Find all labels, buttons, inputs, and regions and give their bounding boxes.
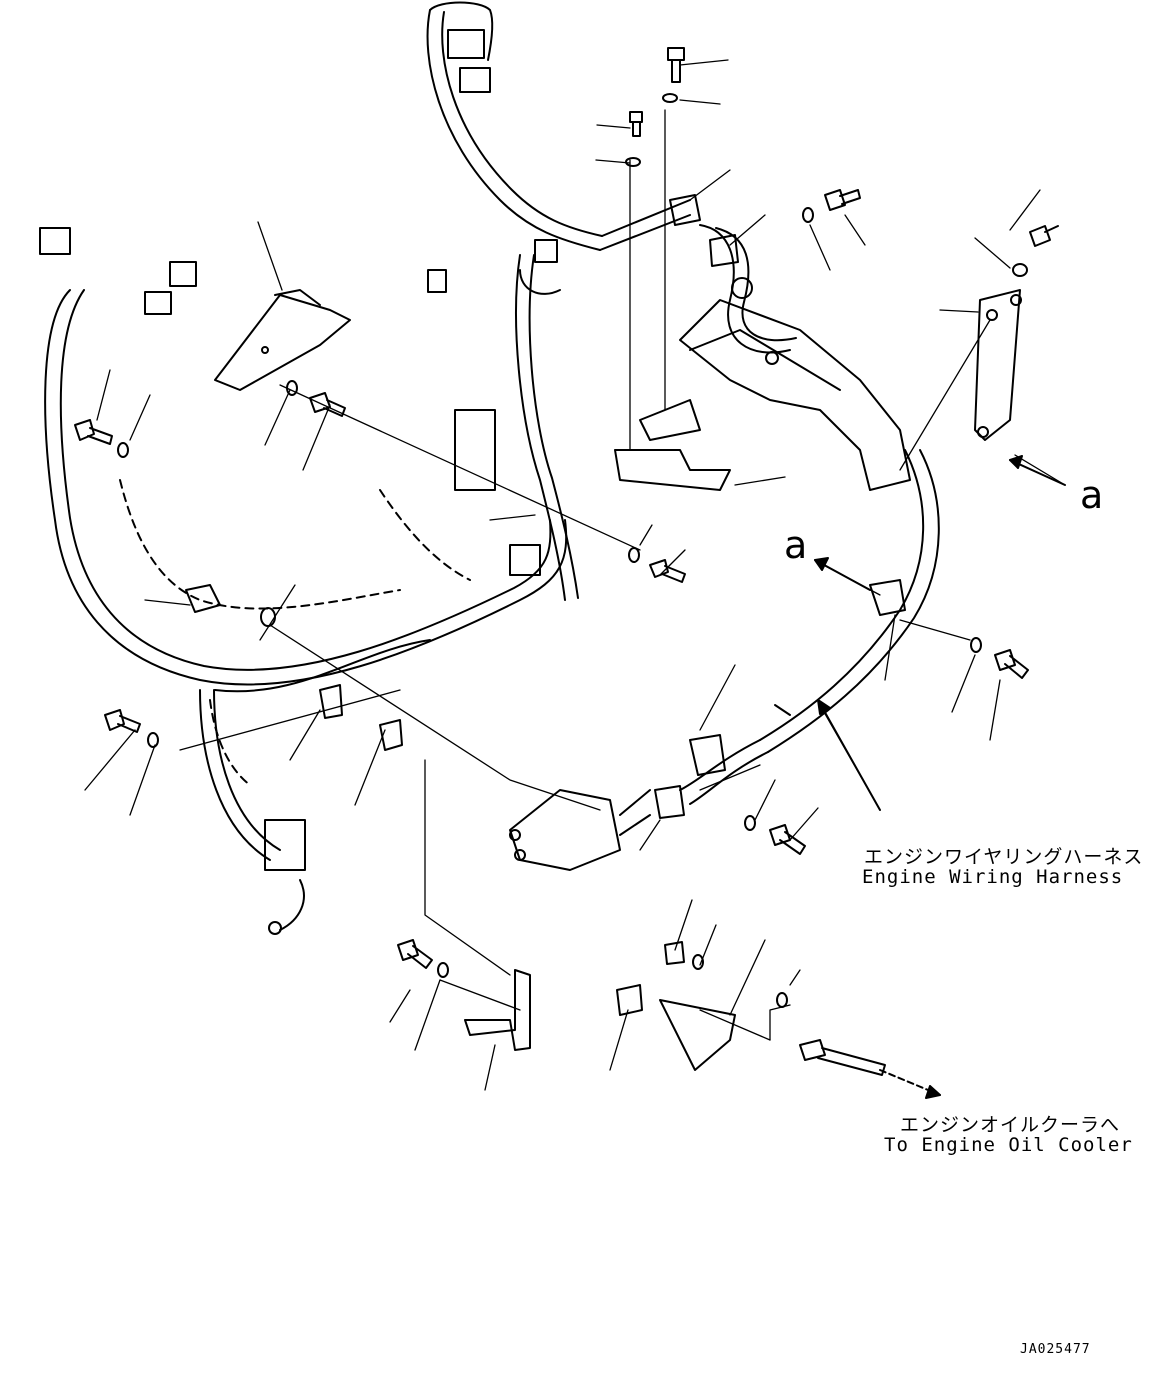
harness-label-en: Engine Wiring Harness bbox=[862, 866, 1124, 888]
view-marker-a-left: a bbox=[784, 523, 808, 567]
oil-cooler-label-ja: エンジンオイルクーラへ bbox=[900, 1114, 1121, 1136]
sensor-lead bbox=[199, 689, 306, 935]
main-harness-hose bbox=[44, 254, 579, 693]
oil-cooler-label-en: To Engine Oil Cooler bbox=[884, 1134, 1133, 1156]
view-marker-a-right: a bbox=[1080, 473, 1104, 517]
drawing-reference: JA025477 bbox=[1020, 1342, 1091, 1357]
bottom-connector bbox=[509, 789, 651, 871]
top-connectors bbox=[39, 29, 558, 576]
arrows bbox=[814, 455, 1066, 1099]
lower-brackets bbox=[185, 194, 906, 1071]
bracket-a bbox=[974, 289, 1022, 441]
cover-plate bbox=[214, 289, 351, 391]
harness-label-ja: エンジンワイヤリングハーネス bbox=[864, 846, 1144, 868]
bolts bbox=[74, 47, 1059, 1076]
mounting-frame bbox=[614, 277, 911, 491]
upper-harness bbox=[426, 1, 691, 295]
hidden-hose bbox=[119, 479, 471, 786]
washers bbox=[117, 93, 1028, 1008]
right-harness bbox=[679, 224, 940, 805]
